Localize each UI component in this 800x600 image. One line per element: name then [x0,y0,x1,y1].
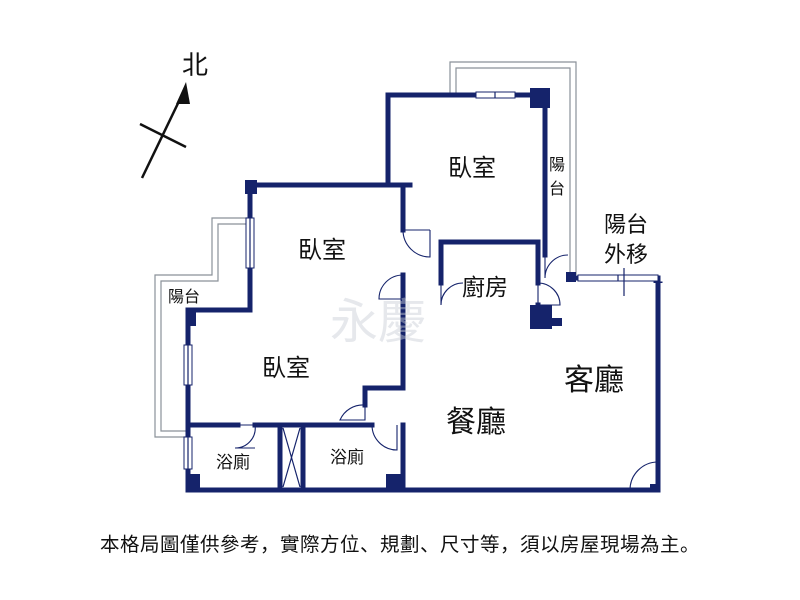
room-label-bedroom-left: 臥室 [262,354,310,382]
room-labels: 臥室 臥室 臥室 廚房 客廳 餐廳 浴廁 浴廁 陽台 陽 台 陽台 外移 [168,154,648,473]
room-label-living: 客廳 [564,363,624,398]
room-label-bedroom-mid: 臥室 [298,236,346,264]
utility-shaft [282,427,301,488]
room-label-balcony-moved-1: 陽台 [604,213,648,238]
floor-plan: 北 [139,51,663,493]
windows [183,91,663,470]
room-label-bedroom-top: 臥室 [448,154,496,182]
watermark-text: 永慶 [330,294,426,350]
walls [185,92,661,493]
columns [186,88,660,492]
room-label-bath-left: 浴廁 [216,452,250,473]
north-compass: 北 [139,51,208,179]
north-label: 北 [182,51,208,81]
room-label-kitchen: 廚房 [462,275,508,301]
room-label-balcony-right-1: 陽 [549,155,565,174]
room-label-balcony-moved-2: 外移 [604,243,648,268]
room-label-balcony-right-2: 台 [549,179,565,198]
room-label-balcony-left: 陽台 [168,287,200,306]
disclaimer-text: 本格局圖僅供參考，實際方位、規劃、尺寸等，須以房屋現場為主。 [99,533,700,556]
room-label-dining: 餐廳 [446,405,506,440]
room-label-bath-right: 浴廁 [330,447,364,468]
doors [234,229,659,491]
balcony-railings [154,61,577,438]
north-arrow-icon [176,82,190,104]
